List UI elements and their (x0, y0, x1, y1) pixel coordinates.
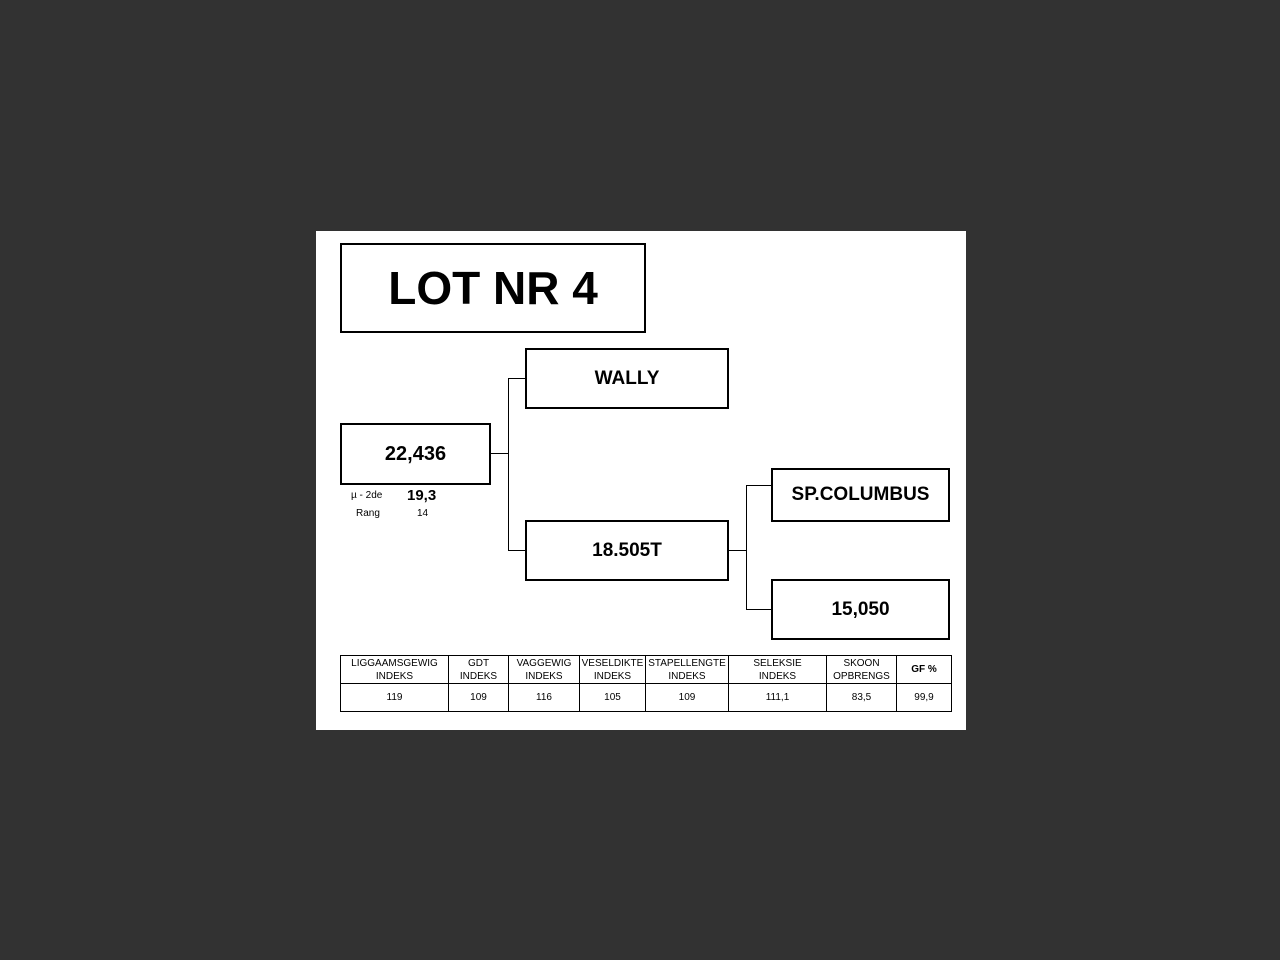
table-cell: 119 (340, 683, 449, 712)
column-header-gf: GF % (896, 655, 952, 684)
connector-line (746, 485, 771, 486)
stat-label-mu: µ - 2de (351, 490, 383, 501)
table-row: 119 109 116 105 109 111,1 83,5 99,9 (340, 683, 952, 712)
connector-line (508, 378, 509, 551)
document-page: LOT NR 4 22,436 µ - 2de 19,3 Rang 14 WAL… (316, 231, 966, 730)
connector-line (508, 378, 525, 379)
stat-value-rang: 14 (417, 508, 429, 519)
connector-line (729, 550, 746, 551)
lot-title: LOT NR 4 (340, 243, 646, 333)
table-cell: 109 (645, 683, 729, 712)
stat-label-rang: Rang (356, 508, 380, 519)
stat-value-mu: 19,3 (407, 487, 437, 504)
dam-box: 18.505T (525, 520, 729, 581)
connector-line (508, 550, 525, 551)
table-cell: 105 (579, 683, 646, 712)
table-cell: 99,9 (896, 683, 952, 712)
connector-line (746, 485, 747, 610)
dam-sire-box: SP.COLUMBUS (771, 468, 950, 522)
connector-line (746, 609, 771, 610)
table-cell: 109 (448, 683, 509, 712)
subject-box: 22,436 (340, 423, 491, 485)
table-cell: 83,5 (826, 683, 897, 712)
dam-dam-box: 15,050 (771, 579, 950, 640)
table-cell: 111,1 (728, 683, 827, 712)
connector-line (491, 453, 508, 454)
table-cell: 116 (508, 683, 580, 712)
sire-box: WALLY (525, 348, 729, 409)
